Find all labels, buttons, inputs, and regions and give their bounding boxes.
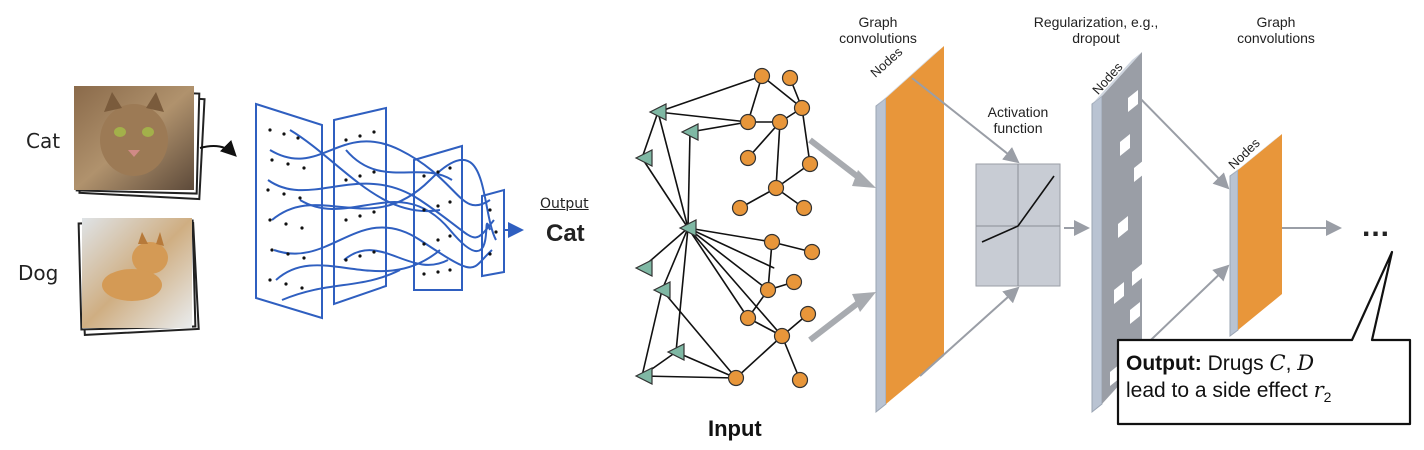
input-graph-drug-nodes — [727, 67, 821, 389]
graph-node-triangle — [648, 103, 667, 121]
graph-node — [727, 369, 745, 387]
graph-node — [739, 113, 757, 131]
dropout-layer — [1091, 52, 1144, 414]
graph-node — [801, 155, 819, 173]
output-callout-text: Output: Drugs C, D lead to a side effect… — [1126, 350, 1406, 407]
graph-node — [785, 273, 803, 291]
output-var-c: C — [1269, 351, 1286, 375]
output-callout-effect: lead to a side effect — [1126, 379, 1308, 403]
graph-node-triangle — [652, 281, 671, 299]
output-var-d: D — [1297, 351, 1315, 375]
output-var-r: r — [1313, 378, 1324, 403]
graph-node — [763, 233, 781, 251]
graph-node — [739, 309, 757, 327]
activation-title: Activation function — [987, 104, 1049, 137]
graph-node — [771, 113, 789, 131]
class-label-dog: Dog — [18, 261, 59, 285]
graph-node-triangle — [634, 367, 653, 385]
graph-conv-layer-2 — [1229, 134, 1282, 337]
graph-node — [793, 99, 811, 117]
cat-image-stack — [74, 86, 206, 201]
graph-node — [773, 327, 791, 345]
nn-layer-3 — [413, 144, 463, 291]
neural-network-dots — [266, 128, 498, 290]
graph-node-triangle — [678, 219, 697, 237]
graph-conv-layer-1 — [875, 46, 944, 414]
layer1-title: Graph convolutions — [839, 14, 917, 47]
graph-to-layer-arrows — [808, 137, 876, 343]
output-prediction: Cat — [546, 220, 585, 247]
nn-layer-1 — [255, 102, 323, 320]
graph-node — [767, 179, 785, 197]
graph-node — [753, 67, 771, 85]
graph-node — [795, 199, 813, 217]
input-label: Input — [708, 416, 762, 441]
continuation-ellipsis: ... — [1362, 210, 1391, 243]
graph-node-triangle — [634, 259, 653, 277]
output-callout-frame — [1116, 250, 1412, 426]
graph-node-triangle — [666, 343, 685, 361]
layer2-title: Graph convolutions — [1237, 14, 1315, 47]
graph-node — [791, 371, 809, 389]
class-label-cat: Cat — [26, 129, 61, 153]
output-var-r-sub: 2 — [1323, 389, 1332, 406]
output-callout-heading: Output: — [1126, 352, 1202, 375]
graph-node — [799, 305, 817, 323]
activation-function-box — [975, 163, 1061, 287]
graph-node — [759, 281, 777, 299]
dropout-title: Regularization, e.g., dropout — [1033, 14, 1159, 47]
dog-image-stack — [77, 218, 200, 336]
graph-node-triangle — [680, 123, 699, 141]
output-caption: Output — [540, 196, 589, 212]
output-comma: , — [1285, 352, 1292, 375]
graph-node — [781, 69, 799, 87]
neural-network-drawing — [255, 102, 524, 320]
graph-node — [731, 199, 749, 217]
input-graph-protein-nodes — [634, 103, 699, 385]
relu-curve — [981, 175, 1055, 243]
graph-node — [803, 243, 821, 261]
output-callout-drugs: Drugs — [1207, 352, 1264, 375]
graph-node-triangle — [634, 149, 653, 167]
input-arrow — [199, 139, 237, 157]
graph-node — [739, 149, 757, 167]
